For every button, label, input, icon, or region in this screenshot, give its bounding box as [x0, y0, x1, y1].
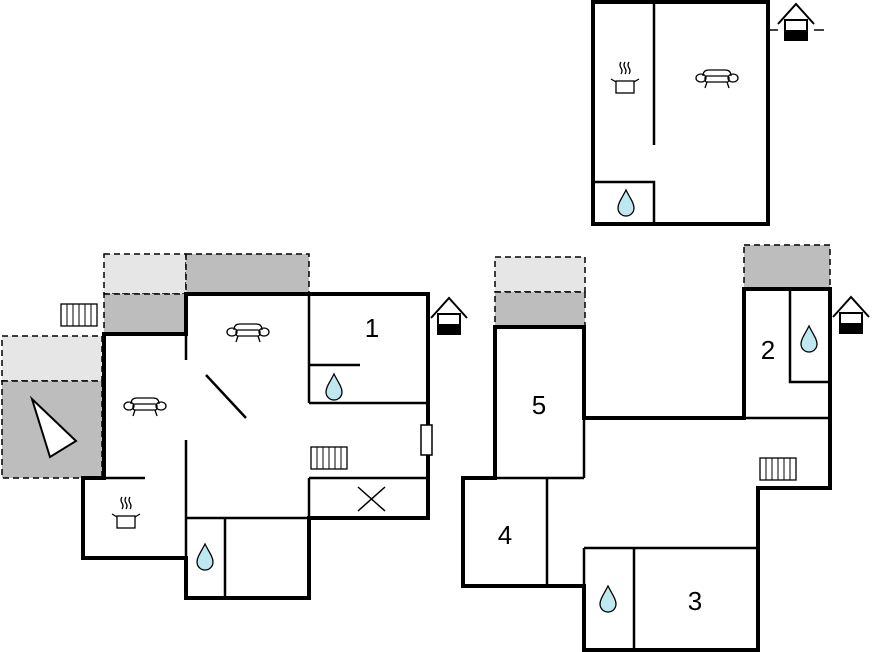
house-entrance-icon — [770, 2, 824, 41]
house-entrance-icon — [430, 296, 468, 335]
terrace-top-light — [103, 253, 187, 295]
door-marker — [420, 424, 433, 456]
terrace-top-mid — [103, 293, 187, 335]
cooking-pot-icon — [610, 61, 640, 94]
room-label-1: 1 — [365, 313, 379, 343]
room-label-5: 5 — [532, 390, 546, 420]
sofa-icon — [123, 397, 167, 417]
room-label-3: 3 — [688, 586, 702, 616]
upper-building — [591, 0, 824, 226]
fireplace-icon — [357, 486, 386, 512]
right-building-outer-wall — [461, 287, 832, 652]
terrace-r-light — [494, 256, 586, 293]
terrace-left-light — [1, 335, 103, 382]
radiator-icon — [759, 457, 797, 481]
room-label-4: 4 — [498, 520, 512, 550]
water-drop-icon — [800, 324, 818, 353]
upper-building-outer-wall — [591, 0, 770, 226]
water-drop-icon — [196, 542, 214, 571]
sofa-icon — [695, 69, 739, 89]
house-entrance-icon — [832, 295, 870, 334]
terrace-top-dark — [185, 253, 310, 295]
room-label-2: 2 — [761, 335, 775, 365]
water-drop-icon — [617, 188, 635, 217]
radiator-icon — [310, 446, 348, 470]
left-building: 1 — [1, 253, 468, 600]
terrace-r-mid — [494, 291, 586, 328]
cooking-pot-icon — [111, 496, 141, 529]
north-arrow-icon — [29, 395, 78, 459]
wall-bath4 — [788, 289, 830, 384]
partition-diagonal — [205, 374, 247, 419]
right-building: 5 4 3 2 — [461, 244, 870, 652]
water-drop-icon — [325, 372, 343, 401]
wall-upper-bath — [593, 180, 656, 224]
sofa-icon — [226, 323, 270, 343]
radiator-icon — [60, 303, 98, 327]
water-drop-icon — [599, 584, 617, 613]
terrace-r-dark — [743, 244, 831, 289]
